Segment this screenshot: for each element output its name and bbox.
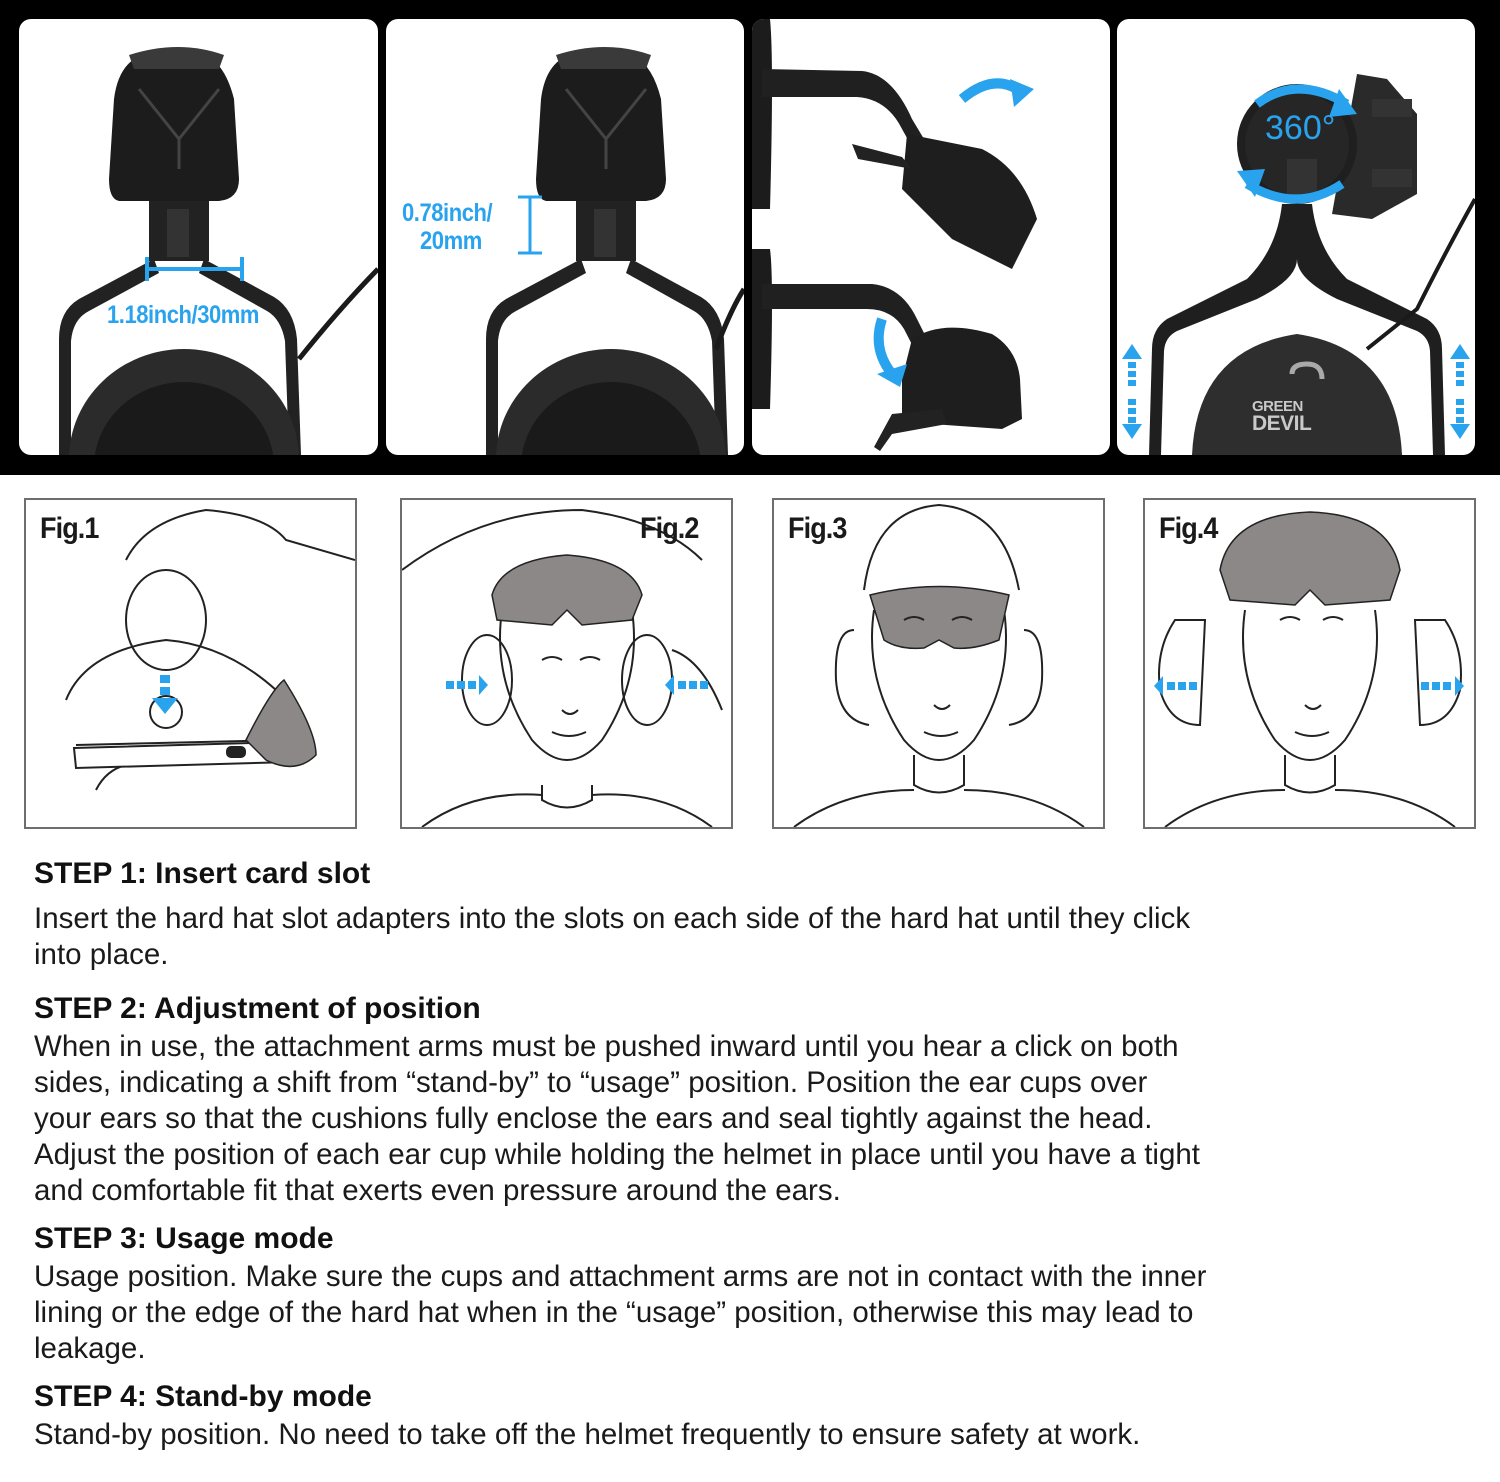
brand-line-2: DEVIL: [1252, 412, 1312, 435]
step-4-title: STEP 4: Stand-by mode: [34, 1380, 372, 1413]
figure-3: Fig.3: [772, 498, 1105, 829]
photo-panel-adapter-height: 0.78inch/ 20mm: [386, 19, 744, 455]
brand-logo: GREEN DEVIL: [1252, 398, 1312, 435]
step-3-line: leakage.: [34, 1332, 146, 1365]
fig2-line-drawing: [402, 508, 723, 827]
width-dimension-label: 1.18inch/30mm: [107, 301, 260, 329]
step-4-line: Stand-by position. No need to take off t…: [34, 1418, 1141, 1451]
height-dimension-label-line1: 0.78inch/: [402, 199, 493, 227]
height-dimension-label-line2: 20mm: [420, 227, 482, 255]
photo-panel-arm-rotation: [752, 19, 1110, 455]
earmuff-adapter-illustration: [486, 47, 744, 455]
figure-4: Fig.4: [1143, 498, 1476, 829]
rotate-down-arrow-icon: [873, 317, 897, 378]
step-3-line: lining or the edge of the hard hat when …: [34, 1296, 1194, 1329]
step-3-line: Usage position. Make sure the cups and a…: [34, 1260, 1207, 1293]
step-4-body: Stand-by position. No need to take off t…: [34, 1417, 1474, 1453]
step-2-line: Adjust the position of each ear cup whil…: [34, 1138, 1200, 1171]
step-1-body: Insert the hard hat slot adapters into t…: [34, 901, 1474, 973]
earmuff-adapter-illustration: [59, 47, 378, 455]
fig3-line-drawing: [793, 503, 1085, 827]
vertical-adjust-arrow-icon: [1122, 344, 1142, 439]
down-arrow-icon: [152, 675, 178, 714]
figure-2: Fig.2: [400, 498, 733, 829]
left-arrow-icon: [1154, 676, 1197, 696]
step-2-line: sides, indicating a shift from “stand-by…: [34, 1066, 1148, 1099]
figure-4-label: Fig.4: [1159, 512, 1218, 545]
step-2-line: When in use, the attachment arms must be…: [34, 1030, 1179, 1063]
step-3-title: STEP 3: Usage mode: [34, 1222, 334, 1255]
earmuff-rotation-illustration: [1122, 74, 1475, 455]
step-1-title: STEP 1: Insert card slot: [34, 857, 371, 890]
figure-2-label: Fig.2: [640, 512, 699, 545]
right-arrow-icon: [446, 675, 488, 695]
fig1-line-drawing: [65, 508, 355, 791]
step-2-line: and comfortable fit that exerts even pre…: [34, 1174, 841, 1207]
rotation-degree-label: 360°: [1265, 109, 1336, 147]
figure-1: Fig.1: [24, 498, 357, 829]
step-1-line: into place.: [34, 938, 169, 971]
photo-panel-360-rotation: 360° GREEN DEVIL: [1117, 19, 1475, 455]
installation-instructions: STEP 1: Insert card slot Insert the hard…: [34, 856, 1474, 1453]
fig4-line-drawing: [1154, 511, 1464, 827]
step-1-line: Insert the hard hat slot adapters into t…: [34, 902, 1191, 935]
photo-panel-adapter-width: 1.18inch/30mm: [19, 19, 378, 455]
left-arrow-icon: [665, 675, 708, 695]
attachment-arm-illustration: [752, 19, 1037, 451]
step-2-title: STEP 2: Adjustment of position: [34, 992, 481, 1025]
vertical-adjust-arrow-icon: [1450, 344, 1470, 439]
figure-3-label: Fig.3: [788, 512, 847, 545]
rotate-clockwise-arrow-icon: [958, 78, 1020, 103]
step-2-body: When in use, the attachment arms must be…: [34, 1029, 1474, 1209]
step-2-line: your ears so that the cushions fully enc…: [34, 1102, 1153, 1135]
product-photo-band: 1.18inch/30mm 0.78inch/ 20mm: [0, 0, 1500, 475]
figure-1-label: Fig.1: [40, 512, 99, 545]
step-3-body: Usage position. Make sure the cups and a…: [34, 1259, 1474, 1367]
brand-line-1: GREEN: [1252, 398, 1303, 415]
right-arrow-icon: [1421, 676, 1464, 696]
